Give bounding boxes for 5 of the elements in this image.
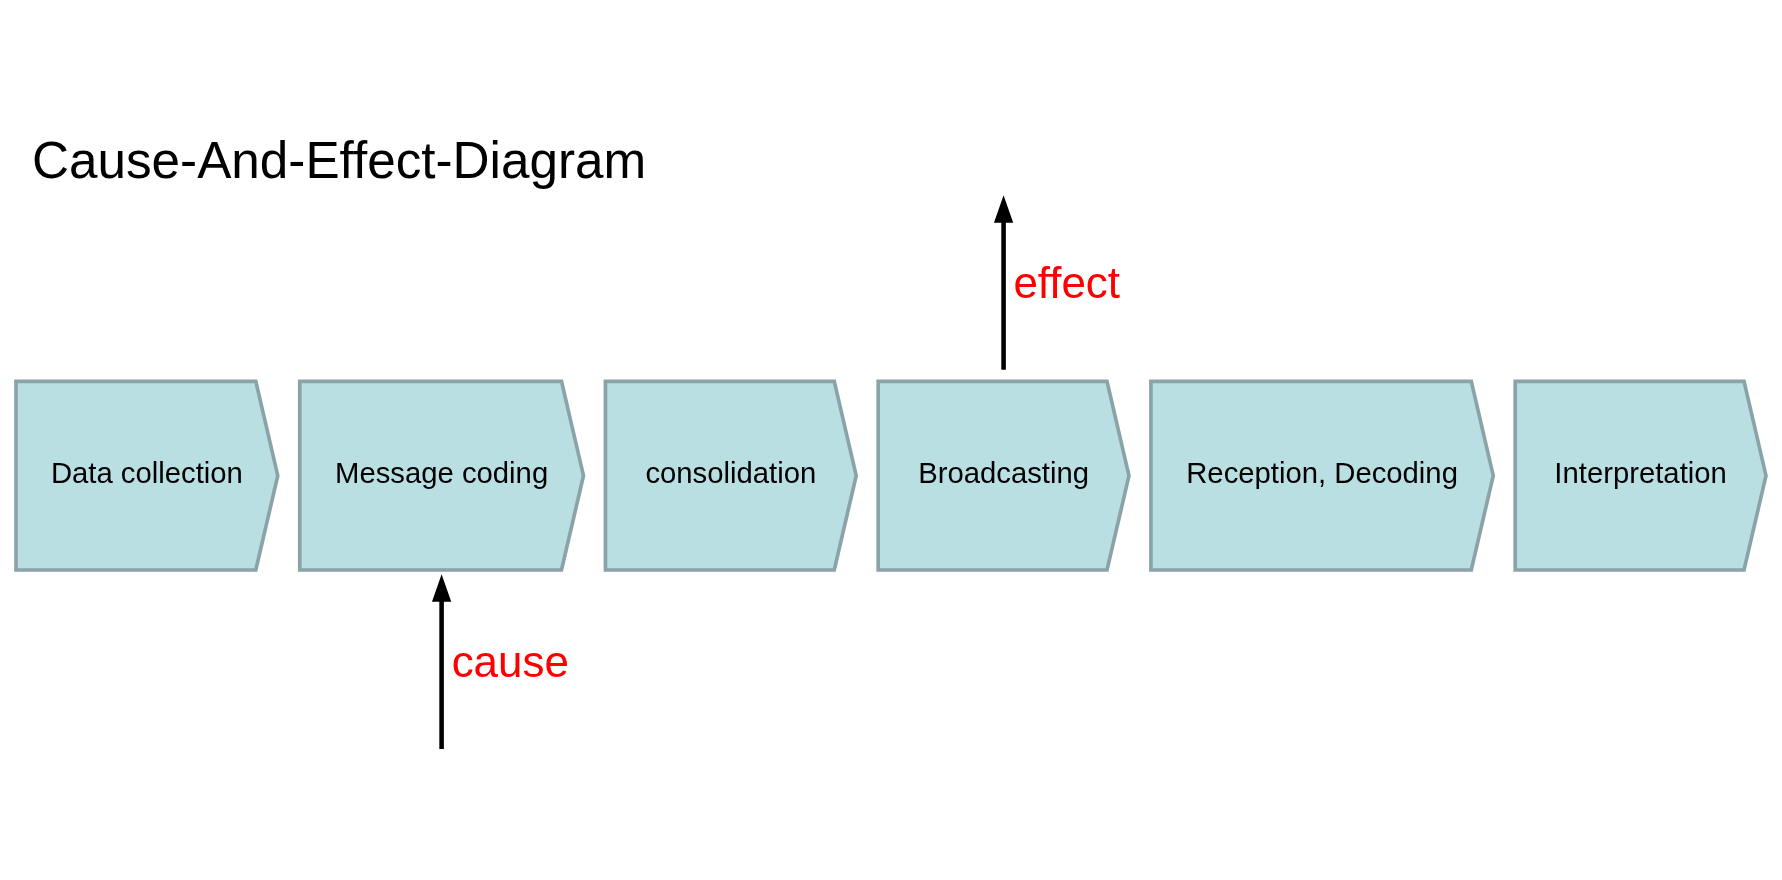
arrow — [993, 195, 1014, 370]
diagram-title: Cause-And-Effect-Diagram — [31, 131, 647, 189]
arrow — [431, 574, 452, 750]
edge-label: effect — [1013, 257, 1121, 307]
edge-label: cause — [451, 636, 569, 686]
